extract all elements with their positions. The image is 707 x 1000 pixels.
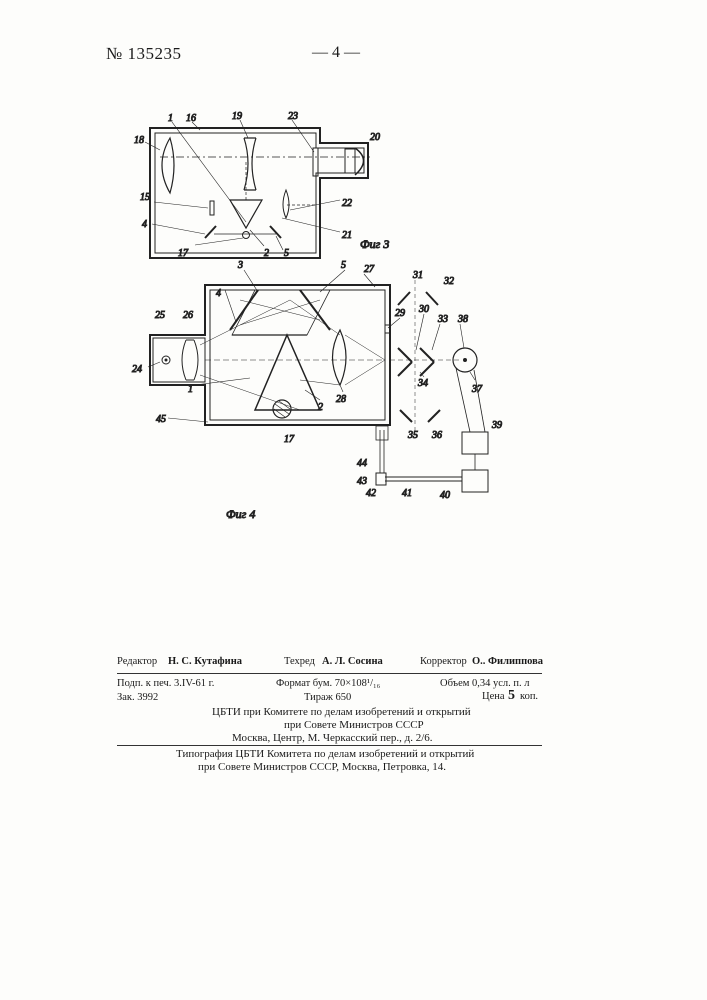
signed-date: Подп. к печ. 3.IV-61 г. — [117, 678, 214, 689]
corrector-name: О.. Филиппова — [472, 656, 543, 667]
techred-name: А. Л. Сосина — [322, 656, 383, 667]
printer-line1: Типография ЦБТИ Комитета по делам изобре… — [176, 748, 474, 760]
circulation: Тираж 650 — [304, 692, 351, 703]
imprint-top-rule — [117, 673, 542, 674]
publisher-line2: при Совете Министров СССР — [284, 719, 424, 731]
editor-name: Н. С. Кутафина — [168, 656, 242, 667]
price-value: 5 — [508, 688, 515, 704]
printer-line2: при Совете Министров СССР, Москва, Петро… — [198, 761, 446, 773]
publisher-address: Москва, Центр, М. Черкасский пер., д. 2/… — [232, 732, 433, 744]
publisher-line1: ЦБТИ при Комитете по делам изобретений и… — [212, 706, 471, 718]
order-number: Зак. 3992 — [117, 692, 158, 703]
techred-label: Техред — [284, 656, 315, 667]
paper-format: Формат бум. 70×108¹/₁₆ — [276, 678, 380, 689]
print-volume: Объем 0,34 усл. п. л — [440, 678, 530, 689]
corrector-label: Корректор — [420, 656, 467, 667]
price-label: Цена — [482, 691, 505, 702]
imprint-bottom-rule — [117, 745, 542, 746]
price-unit: коп. — [520, 691, 538, 702]
editor-label: Редактор — [117, 656, 157, 667]
